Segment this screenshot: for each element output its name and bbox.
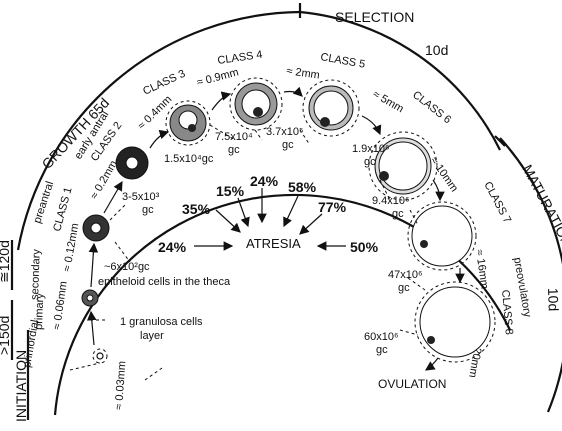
cells-1-9x10-6: 1.9x10⁶ (352, 143, 390, 155)
atresia-rate-50: 50% (350, 239, 379, 255)
class-4-label: CLASS 4 (217, 49, 263, 67)
leader-lines (69, 124, 426, 381)
class-6-label: CLASS 6 (410, 89, 453, 126)
class-8-label: CLASS 8 (499, 289, 515, 335)
note-epitheloid: epitheloid cells in the theca (98, 276, 231, 288)
follicle-class-2 (115, 146, 149, 180)
atresia-arrows (194, 188, 346, 251)
phase-selection-duration: 10d (425, 42, 448, 58)
atresia-rate-24-top: 24% (250, 173, 279, 189)
note-granulosa-line1: 1 granulosa cells (120, 316, 203, 328)
cells-3-5x10-3: 3-5x10³ (122, 191, 160, 203)
growth-arc (16, 10, 301, 251)
follicle-class-7 (407, 201, 477, 271)
size-10-label: ≈ 10mm (428, 155, 461, 194)
atresia-rate-15: 15% (216, 183, 245, 199)
atresia-rate-35: 35% (182, 201, 211, 217)
cells-3-7x10-5: 3.7x10⁵ (266, 126, 304, 138)
stage-primary-label: primary (33, 293, 46, 331)
duration-150-label: >150d (0, 316, 12, 355)
follicle-class-6 (368, 131, 438, 201)
follicle-class-5 (302, 79, 360, 137)
class-3-label: CLASS 3 (141, 68, 187, 98)
note-granulosa-line2: layer (140, 330, 164, 342)
size-006-label: ≈ 0.06mm (51, 280, 70, 330)
cells-1-5x10-4: 1.5x10⁴gc (164, 153, 214, 165)
cells-1-9x10-6-unit: gc (364, 156, 376, 168)
size-012-label: ≈ 0.12mm (61, 222, 81, 272)
atresia-rate-77: 77% (318, 199, 347, 215)
phase-initiation-label: INITIATION (13, 350, 29, 422)
size-02-label: ≈ 0.2mm (88, 159, 120, 202)
maturation-arc (499, 137, 562, 413)
cells-60x10-6: 60x10⁶ (364, 331, 399, 343)
stage-secondary-label: secondary (29, 248, 43, 300)
atresia-label: ATRESIA (246, 236, 301, 251)
phase-growth-label: GROWTH 65d (38, 95, 112, 172)
cells-3-5x10-3-unit: gc (142, 204, 154, 216)
class-7-label: CLASS 7 (481, 180, 513, 226)
size-16-label: ≈ 16mm (473, 249, 490, 290)
follicle-class-1 (82, 214, 110, 242)
size-003-label: ≈ 0.03mm (113, 361, 128, 411)
duration-120-label: ≅120d (0, 240, 12, 283)
cells-60x10-6-unit: gc (376, 344, 388, 356)
ovulation-label: OVULATION (378, 377, 446, 391)
follicle-class-8 (414, 281, 496, 363)
phase-maturation-label: MATURATION (519, 162, 562, 249)
cells-47x10-6-unit: gc (398, 282, 410, 294)
stage-preovulatory-label: preovulatory (511, 256, 533, 318)
size-09-label: ≈ 0.9mm (196, 66, 240, 89)
follicle-primary (81, 289, 99, 307)
cells-3-7x10-5-unit: gc (282, 139, 294, 151)
selection-arc (299, 10, 501, 151)
class-5-label: CLASS 5 (319, 51, 366, 71)
follicle-class-3 (165, 100, 211, 146)
cells-9-4x10-6: 9.4x10⁶ (372, 195, 410, 207)
atresia-rate-24-left: 24% (158, 239, 187, 255)
phase-selection-label: SELECTION (335, 9, 414, 25)
follicle-primordial (92, 348, 108, 364)
size-2-label: ≈ 2mm (286, 65, 321, 82)
stage-preantral-label: preantral (31, 180, 56, 225)
cells-6x10-2: ~6x10²gc (104, 261, 150, 273)
cells-47x10-6: 47x10⁶ (388, 269, 423, 281)
phase-maturation-duration: 10d (545, 288, 562, 312)
size-5-label: ≈ 5mm (371, 88, 406, 115)
atresia-rate-58: 58% (288, 179, 317, 195)
cells-7-5x10-4-unit: gc (228, 144, 240, 156)
follicle-class-4 (229, 77, 283, 131)
cells-7-5x10-4: 7.5x10⁴ (215, 131, 253, 143)
progression-arrows (86, 86, 465, 371)
cells-9-4x10-6-unit: gc (392, 208, 404, 220)
maturation-divider (494, 135, 506, 147)
